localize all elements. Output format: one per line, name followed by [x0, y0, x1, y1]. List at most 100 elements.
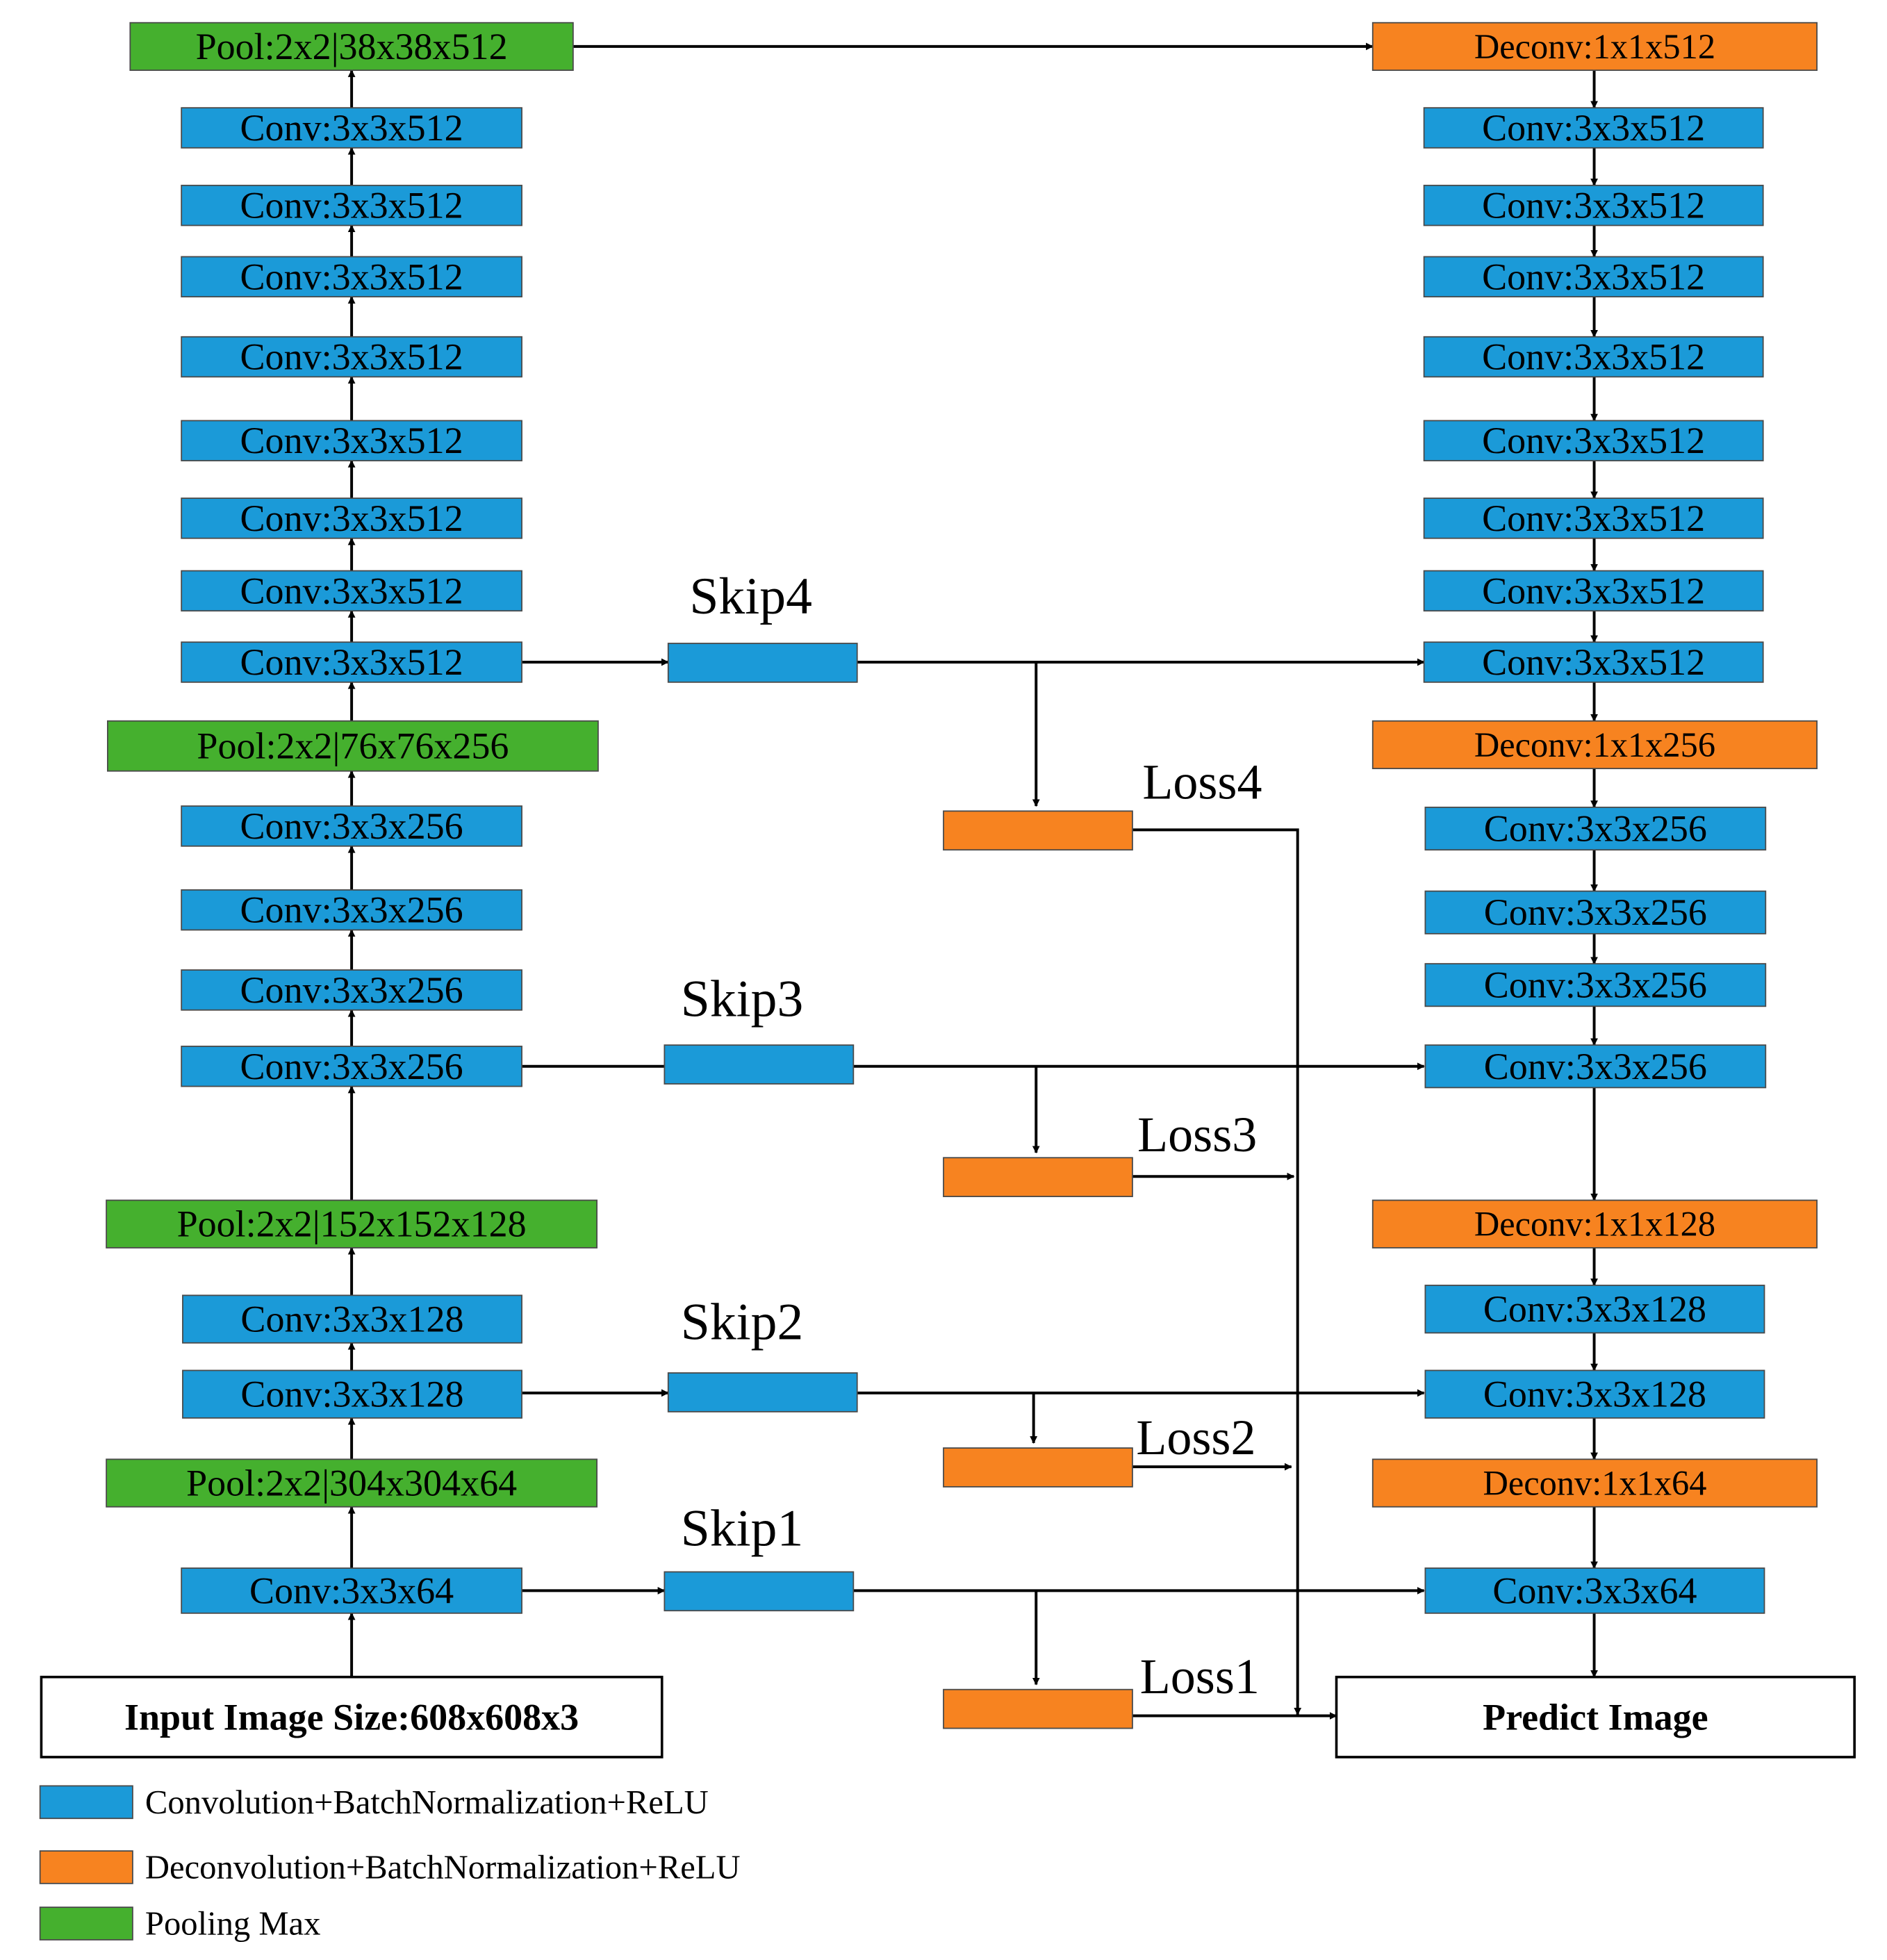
encoder-conv64-label: Conv:3x3x64 [249, 1570, 454, 1611]
encoder-conv64: Conv:3x3x64 [181, 1567, 522, 1614]
decoder-conv512-7: Conv:3x3x512 [1423, 570, 1764, 611]
decoder-deconv-64-label: Deconv:1x1x64 [1483, 1464, 1706, 1503]
loss2-block [943, 1447, 1133, 1488]
encoder-pool-76: Pool:2x2|76x76x256 [106, 720, 599, 772]
decoder-conv256-4-label: Conv:3x3x256 [1484, 1046, 1707, 1087]
decoder-conv512-8: Conv:3x3x512 [1423, 641, 1764, 683]
encoder-pool-38-label: Pool:2x2|38x38x512 [196, 26, 508, 67]
decoder-conv128-1-label: Conv:3x3x128 [1483, 1288, 1706, 1330]
decoder-conv128-2-label: Conv:3x3x128 [1483, 1374, 1706, 1415]
legend-swatch-2 [39, 1850, 133, 1884]
decoder-conv256-1-label: Conv:3x3x256 [1484, 808, 1707, 850]
blocks: Pool:2x2|38x38x512Conv:3x3x512Conv:3x3x5… [40, 22, 1856, 1759]
encoder-conv256-4-label: Conv:3x3x256 [240, 1046, 463, 1087]
skip2-label: Skip2 [681, 1293, 804, 1351]
skip3-label: Skip3 [681, 971, 804, 1028]
encoder-conv256-1: Conv:3x3x256 [181, 805, 522, 847]
predict-image-box-label: Predict Image [1483, 1696, 1708, 1738]
loss4-block [943, 810, 1133, 851]
encoder-pool-152: Pool:2x2|152x152x128 [106, 1199, 598, 1249]
encoder-conv512-3: Conv:3x3x512 [181, 256, 522, 297]
encoder-conv512-5: Conv:3x3x512 [181, 420, 522, 461]
decoder-conv256-2-label: Conv:3x3x256 [1484, 891, 1707, 933]
legend-label-1: Convolution+BatchNormalization+ReLU [145, 1784, 709, 1821]
legend-item-2: Deconvolution+BatchNormalization+ReLU [39, 1848, 741, 1886]
encoder-pool-304: Pool:2x2|304x304x64 [106, 1458, 598, 1508]
legend-swatch-3 [39, 1907, 133, 1941]
loss2-label: Loss2 [1136, 1410, 1255, 1465]
decoder-conv512-2-label: Conv:3x3x512 [1482, 185, 1705, 227]
skip1-label: Skip1 [681, 1500, 804, 1558]
encoder-conv512-4: Conv:3x3x512 [181, 336, 522, 378]
decoder-deconv-128: Deconv:1x1x128 [1371, 1199, 1818, 1249]
loss3-block [943, 1157, 1133, 1197]
loss1-label: Loss1 [1140, 1649, 1260, 1704]
decoder-conv512-1: Conv:3x3x512 [1423, 107, 1764, 149]
encoder-conv512-2-label: Conv:3x3x512 [240, 185, 463, 227]
predict-image-box: Predict Image [1335, 1675, 1856, 1759]
decoder-conv512-3-label: Conv:3x3x512 [1482, 256, 1705, 297]
encoder-conv512-2: Conv:3x3x512 [181, 185, 522, 227]
decoder-conv128-1: Conv:3x3x128 [1424, 1285, 1765, 1334]
skip4-block [667, 643, 858, 683]
decoder-conv256-2: Conv:3x3x256 [1424, 890, 1767, 934]
input-image-box: Input Image Size:608x608x3 [40, 1675, 664, 1759]
legend-item-3: Pooling Max [39, 1905, 320, 1942]
decoder-conv512-6: Conv:3x3x512 [1423, 497, 1764, 539]
encoder-conv256-2-label: Conv:3x3x256 [240, 889, 463, 931]
loss3-label: Loss3 [1137, 1107, 1257, 1162]
decoder-conv256-1: Conv:3x3x256 [1424, 807, 1767, 851]
loss4-collect-line [1132, 828, 1302, 1715]
encoder-conv256-4: Conv:3x3x256 [181, 1046, 522, 1087]
encoder-conv512-7-label: Conv:3x3x512 [240, 570, 463, 611]
encoder-conv128-1-label: Conv:3x3x128 [240, 1299, 463, 1340]
encoder-conv128-2-label: Conv:3x3x128 [240, 1374, 463, 1415]
decoder-deconv-128-label: Deconv:1x1x128 [1474, 1205, 1715, 1244]
decoder-conv256-4: Conv:3x3x256 [1424, 1044, 1767, 1089]
encoder-conv512-1: Conv:3x3x512 [181, 107, 522, 149]
encoder-conv512-6-label: Conv:3x3x512 [240, 497, 463, 539]
skip2-block [667, 1372, 858, 1413]
decoder-conv64: Conv:3x3x64 [1424, 1567, 1765, 1614]
decoder-deconv-512-label: Deconv:1x1x512 [1474, 27, 1715, 66]
encoder-conv512-1-label: Conv:3x3x512 [240, 107, 463, 149]
encoder-pool-76-label: Pool:2x2|76x76x256 [197, 725, 509, 767]
decoder-conv512-3: Conv:3x3x512 [1423, 256, 1764, 297]
encoder-pool-38: Pool:2x2|38x38x512 [129, 22, 574, 72]
decoder-conv512-7-label: Conv:3x3x512 [1482, 570, 1705, 611]
decoder-conv64-label: Conv:3x3x64 [1492, 1570, 1697, 1611]
encoder-conv512-8: Conv:3x3x512 [181, 641, 522, 683]
decoder-conv512-1-label: Conv:3x3x512 [1482, 107, 1705, 149]
decoder-conv512-6-label: Conv:3x3x512 [1482, 497, 1705, 539]
encoder-conv512-3-label: Conv:3x3x512 [240, 256, 463, 297]
legend-item-1: Convolution+BatchNormalization+ReLU [39, 1784, 709, 1821]
skip1-block [664, 1571, 855, 1612]
encoder-conv512-6: Conv:3x3x512 [181, 497, 522, 539]
encoder-conv256-2: Conv:3x3x256 [181, 889, 522, 931]
encoder-conv512-5-label: Conv:3x3x512 [240, 420, 463, 461]
loss1-block [943, 1688, 1133, 1729]
decoder-conv512-4-label: Conv:3x3x512 [1482, 336, 1705, 378]
decoder-conv512-8-label: Conv:3x3x512 [1482, 641, 1705, 683]
encoder-conv256-1-label: Conv:3x3x256 [240, 805, 463, 847]
decoder-conv256-3-label: Conv:3x3x256 [1484, 964, 1707, 1006]
decoder-conv512-5-label: Conv:3x3x512 [1482, 420, 1705, 461]
encoder-conv256-3: Conv:3x3x256 [181, 969, 522, 1011]
encoder-conv256-3-label: Conv:3x3x256 [240, 969, 463, 1011]
loss4-label: Loss4 [1142, 754, 1262, 809]
legend-label-2: Deconvolution+BatchNormalization+ReLU [145, 1848, 741, 1886]
encoder-conv512-4-label: Conv:3x3x512 [240, 336, 463, 378]
encoder-pool-152-label: Pool:2x2|152x152x128 [177, 1203, 527, 1245]
decoder-conv512-4: Conv:3x3x512 [1423, 336, 1764, 378]
legend-swatch-1 [39, 1785, 133, 1820]
skip4-label: Skip4 [689, 568, 812, 625]
encoder-conv128-1: Conv:3x3x128 [182, 1294, 522, 1344]
connections [347, 42, 1598, 1720]
decoder-deconv-256: Deconv:1x1x256 [1371, 720, 1818, 770]
encoder-pool-304-label: Pool:2x2|304x304x64 [186, 1463, 517, 1504]
decoder-conv512-2: Conv:3x3x512 [1423, 185, 1764, 227]
decoder-conv256-3: Conv:3x3x256 [1424, 963, 1767, 1007]
decoder-deconv-512: Deconv:1x1x512 [1371, 22, 1818, 72]
